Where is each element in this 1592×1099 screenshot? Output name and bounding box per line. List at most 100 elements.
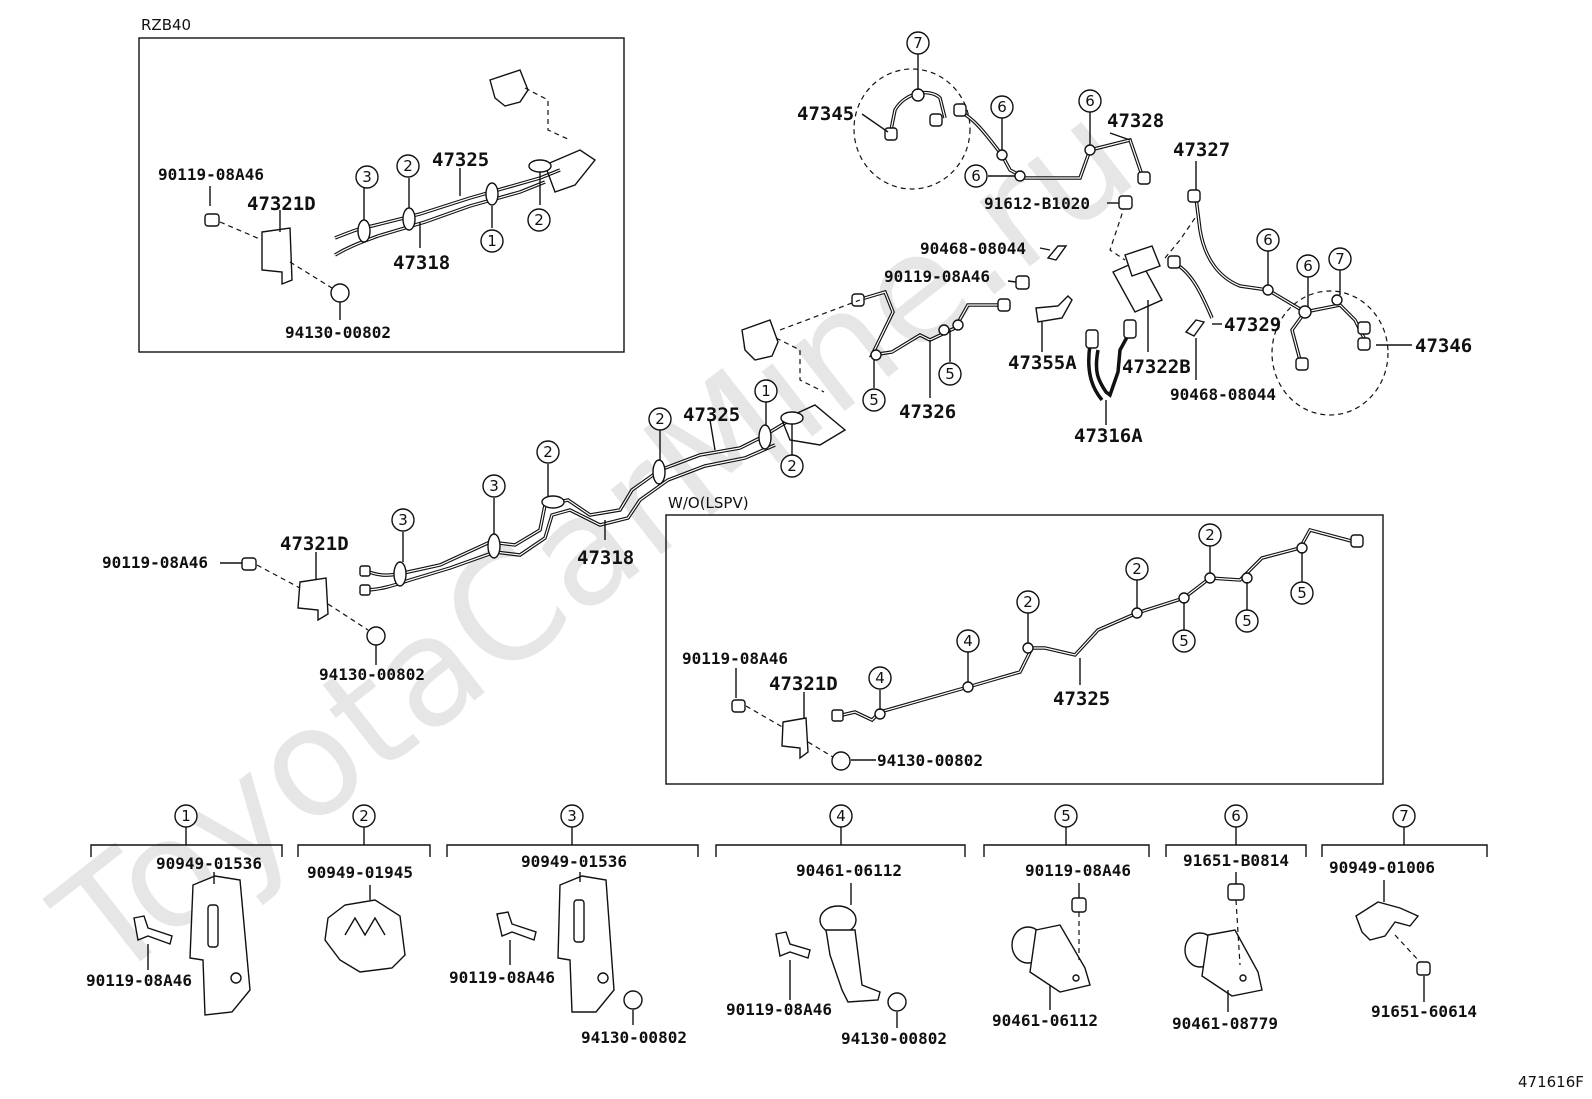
clip-icon <box>1184 319 1206 337</box>
callout: 2 <box>1016 590 1040 614</box>
callout: 6 <box>990 95 1014 119</box>
bolt-icon <box>1118 195 1133 210</box>
part-label: 47318 <box>393 252 450 274</box>
svg-text:5: 5 <box>1061 807 1071 825</box>
clamp-icon <box>557 875 615 1013</box>
svg-text:3: 3 <box>362 168 372 186</box>
part-label: 90461-06112 <box>992 1011 1098 1030</box>
part-label: 90119-08A46 <box>449 968 555 987</box>
rzb40-section: RZB40 90119-08A46 47321D 47325 47318 <box>138 16 625 353</box>
rear-pipes-section: 47325 47321D 90119-08A46 47318 94130-008… <box>102 299 861 684</box>
callout: 7 <box>906 31 930 55</box>
svg-text:5: 5 <box>1242 612 1252 630</box>
svg-text:2: 2 <box>1023 593 1033 611</box>
bolt-icon <box>1071 897 1087 913</box>
svg-text:2: 2 <box>403 157 413 175</box>
bolt-icon <box>133 915 173 945</box>
callout: 7 <box>1328 247 1352 271</box>
wo-lspv-section: W/O(LSPV) 90119-08A46 47321D 94130-0080 <box>665 494 1384 785</box>
svg-text:6: 6 <box>1231 807 1241 825</box>
figure-code: 471616F <box>1518 1073 1584 1091</box>
nut-icon <box>366 626 386 646</box>
part-label: 91651-B0814 <box>1183 851 1289 870</box>
bolt-icon <box>1227 883 1245 901</box>
legend-group-4: 4 90461-06112 90119-08A46 94130-00802 <box>715 804 966 1048</box>
part-label: 47325 <box>1053 688 1110 710</box>
callout: 5 <box>1235 609 1259 633</box>
clip-icon <box>1355 901 1420 941</box>
callout: 6 <box>1078 89 1102 113</box>
part-label: 90119-08A46 <box>158 165 264 184</box>
clamp-icon <box>189 875 251 1016</box>
svg-text:3: 3 <box>489 477 499 495</box>
wo-lspv-frame <box>665 514 1384 785</box>
callout: 2 <box>396 154 420 178</box>
part-label: 47325 <box>683 404 740 426</box>
legend-clamps: 1 90949-01536 90119-08A46 2 90949-01945 … <box>86 804 1488 1048</box>
callout: 2 <box>536 440 560 464</box>
rzb40-caption: RZB40 <box>141 16 191 34</box>
part-label: 94130-00802 <box>581 1028 687 1047</box>
nut-icon <box>887 992 907 1012</box>
callout: 1 <box>480 229 504 253</box>
svg-text:4: 4 <box>836 807 846 825</box>
svg-text:5: 5 <box>945 365 955 383</box>
nut-icon <box>623 990 643 1010</box>
part-label: 94130-00802 <box>841 1029 947 1048</box>
bolt-icon <box>775 931 811 959</box>
part-label: 90949-01945 <box>307 863 413 882</box>
legend-group-6: 6 91651-B0814 90461-08779 <box>1165 804 1307 1033</box>
callout: 5 <box>938 362 962 386</box>
callout: 6 <box>1296 254 1320 278</box>
callout: 2 <box>1198 523 1222 547</box>
part-label: 47321D <box>280 533 349 555</box>
part-label: 47345 <box>797 103 854 125</box>
callout: 2 <box>648 407 672 431</box>
part-label: 90461-06112 <box>796 861 902 880</box>
lspv-valve-icon <box>489 69 529 107</box>
nut-icon <box>330 283 350 303</box>
legend-group-3: 3 90949-01536 90119-08A46 94130-00802 <box>446 804 699 1047</box>
svg-text:6: 6 <box>1263 231 1273 249</box>
legend-group-1: 1 90949-01536 90119-08A46 <box>86 804 283 1016</box>
part-label: 90119-08A46 <box>86 971 192 990</box>
callout: 5 <box>862 388 886 412</box>
svg-text:6: 6 <box>971 167 981 185</box>
svg-text:3: 3 <box>567 807 577 825</box>
part-label: 47355A <box>1008 352 1077 374</box>
callout: 3 <box>391 508 415 532</box>
legend-group-7: 7 90949-01006 91651-60614 <box>1321 804 1488 1021</box>
legend-group-5: 5 90119-08A46 90461-06112 <box>983 804 1150 1030</box>
part-label: 47318 <box>577 547 634 569</box>
callout: 3 <box>355 165 379 189</box>
part-label: 47328 <box>1107 110 1164 132</box>
part-label: 94130-00802 <box>319 665 425 684</box>
bracket-icon <box>1035 295 1073 323</box>
svg-text:7: 7 <box>913 34 923 52</box>
part-label: 94130-00802 <box>285 323 391 342</box>
svg-text:2: 2 <box>655 410 665 428</box>
callout: 2 <box>780 454 804 478</box>
clip-icon <box>1046 245 1068 261</box>
bolt-icon <box>204 213 220 227</box>
front-left-detail-circle <box>853 68 971 190</box>
callout: 6 <box>964 164 988 188</box>
wo-lspv-caption: W/O(LSPV) <box>668 494 749 512</box>
svg-text:1: 1 <box>181 807 191 825</box>
part-label: 90119-08A46 <box>726 1000 832 1019</box>
part-label: 47316A <box>1074 425 1143 447</box>
part-label: 90949-01536 <box>156 854 262 873</box>
part-label: 47321D <box>769 673 838 695</box>
part-label: 90468-08044 <box>920 239 1026 258</box>
svg-text:5: 5 <box>869 391 879 409</box>
nut-icon <box>831 751 851 771</box>
callout: 3 <box>482 474 506 498</box>
callout: 2 <box>527 208 551 232</box>
svg-text:1: 1 <box>487 232 497 250</box>
callout: 2 <box>1125 557 1149 581</box>
svg-text:1: 1 <box>761 382 771 400</box>
part-label: 94130-00802 <box>877 751 983 770</box>
part-label: 90119-08A46 <box>102 553 208 572</box>
svg-text:2: 2 <box>1132 560 1142 578</box>
